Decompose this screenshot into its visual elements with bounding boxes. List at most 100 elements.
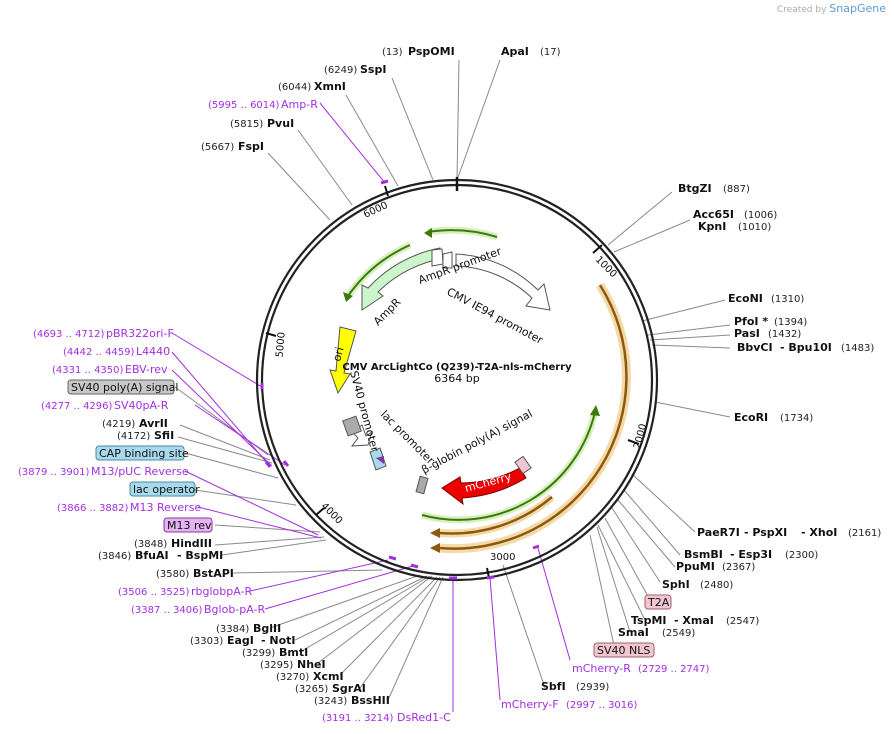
site-sbfi[interactable]: SbfI: [541, 680, 566, 693]
site-pos-pasi: (1432): [768, 329, 801, 340]
site-pos-sbfi: (2939): [576, 682, 609, 693]
site-pos-pvui: (5815): [230, 119, 263, 130]
primer-rbglobpa-r[interactable]: rbglobpA-R: [191, 585, 252, 598]
primer-lines: [171, 102, 571, 712]
site-pos-bmti: (3299): [242, 648, 275, 659]
site-pvui[interactable]: PvuI: [267, 117, 294, 130]
site-pos-hindiii: (3848): [134, 539, 167, 550]
site-pos-avrii: (4219): [102, 419, 135, 430]
site-pos-eagi: (3303): [190, 636, 223, 647]
site-fspi[interactable]: FspI: [238, 140, 264, 153]
site-paer7i[interactable]: PaeR7I: [697, 526, 740, 539]
site-pasi[interactable]: PasI: [734, 327, 760, 340]
site-bsmbi[interactable]: BsmBI: [684, 548, 723, 561]
site-pspomi[interactable]: PspOMI: [408, 45, 455, 58]
tick-4000: 4000: [319, 501, 345, 527]
site-pos-sspi: (6249): [324, 65, 357, 76]
snapgene-logo: SnapGene: [829, 2, 886, 15]
site-pos-bfuai: (3846): [98, 551, 131, 562]
snapgene-credit: Created by SnapGene: [777, 2, 886, 15]
mcherry-arrow: [441, 467, 527, 506]
boxed-sv40-nls[interactable]: SV40 NLS: [597, 644, 650, 657]
plasmid-length: 6364 bp: [434, 372, 479, 385]
site-avrii[interactable]: AvrII: [139, 417, 168, 430]
primer-pbr322ori-f[interactable]: pBR322ori-F: [106, 327, 174, 340]
site-esp3i[interactable]: - Esp3I: [730, 548, 772, 561]
site-hindiii[interactable]: HindIII: [171, 537, 212, 550]
primer-amp-r[interactable]: Amp-R: [281, 98, 318, 111]
site-tspmi[interactable]: TspMI: [631, 614, 667, 627]
site-pos-nhei: (3295): [260, 660, 293, 671]
site-pos-kpni: (1010): [738, 222, 771, 233]
tick-3000: 3000: [490, 552, 515, 563]
primer-pos-mcherry-r: (2729 .. 2747): [638, 664, 710, 675]
site-bfuai[interactable]: BfuAI: [135, 549, 169, 562]
site-btgzi[interactable]: BtgZI: [678, 182, 712, 195]
site-pos-sfii: (4172): [117, 431, 150, 442]
site-smai[interactable]: SmaI: [618, 626, 649, 639]
primer-mcherry-r[interactable]: mCherry-R: [572, 662, 631, 675]
features: [329, 247, 551, 506]
boxed-labels[interactable]: SV40 poly(A) signal CAP binding site lac…: [67, 379, 672, 658]
site-kpni[interactable]: KpnI: [698, 220, 726, 233]
site-pos-bsshii: (3243): [314, 696, 347, 707]
site-econi[interactable]: EcoNI: [728, 292, 763, 305]
boxed-m13-rev[interactable]: M13 rev: [167, 519, 212, 532]
primer-sv40pa-r[interactable]: SV40pA-R: [114, 399, 169, 412]
site-xhoi[interactable]: - XhoI: [801, 526, 837, 539]
site-xmai[interactable]: - XmaI: [674, 614, 714, 627]
primer-m13-puc-reverse[interactable]: M13/pUC Reverse: [91, 465, 189, 478]
site-bpu10i[interactable]: - Bpu10I: [780, 341, 832, 354]
primer-l4440[interactable]: L4440: [136, 345, 170, 358]
primer-pos-m13-reverse: (3866 .. 3882): [57, 503, 129, 514]
site-bsshii[interactable]: BssHII: [351, 694, 390, 707]
site-sphi[interactable]: SphI: [662, 578, 690, 591]
primer-pos-mcherry-f: (2997 .. 3016): [566, 700, 638, 711]
boxed-lac-operator[interactable]: lac operator: [133, 483, 200, 496]
boxed-cap-binding-site[interactable]: CAP binding site: [99, 447, 189, 460]
primer-dsred1-c[interactable]: DsRed1-C: [397, 711, 451, 724]
site-pos-bstapi: (3580): [156, 569, 189, 580]
site-pos-econi: (1310): [771, 294, 804, 305]
site-sgrai[interactable]: SgrAI: [332, 682, 366, 695]
tick-5000: 5000: [275, 332, 288, 358]
site-pos-xmni: (6044): [278, 82, 311, 93]
site-bbvci[interactable]: BbvCI: [737, 341, 773, 354]
primer-labels[interactable]: (5995 .. 6014) Amp-R (4693 .. 4712) pBR3…: [18, 98, 710, 724]
site-bmti[interactable]: BmtI: [279, 646, 308, 659]
site-sfii[interactable]: SfiI: [154, 429, 174, 442]
primer-pos-rbglobpa-r: (3506 .. 3525): [118, 587, 190, 598]
site-pos-esp3i: (2300): [785, 550, 818, 561]
site-bstapi[interactable]: BstAPI: [193, 567, 234, 580]
site-xcmi[interactable]: XcmI: [313, 670, 344, 683]
primer-m13-reverse[interactable]: M13 Reverse: [130, 501, 201, 514]
site-sspi[interactable]: SspI: [360, 63, 386, 76]
site-ecori[interactable]: EcoRI: [734, 411, 768, 424]
site-pos-bpu10i: (1483): [841, 343, 874, 354]
primer-pos-amp-r: (5995 .. 6014): [208, 100, 280, 111]
site-xmni[interactable]: XmnI: [314, 80, 346, 93]
primer-pos-m13-puc-reverse: (3879 .. 3901): [18, 467, 90, 478]
site-pos-xmai: (2547): [726, 616, 759, 627]
site-pspxi[interactable]: - PspXI: [744, 526, 787, 539]
site-pos-fspi: (5667): [201, 142, 234, 153]
site-noti[interactable]: - NotI: [261, 634, 296, 647]
primer-bglob-pa-r[interactable]: Bglob-pA-R: [204, 603, 266, 616]
primer-ebv-rev[interactable]: EBV-rev: [125, 363, 168, 376]
primer-marks: [260, 179, 540, 580]
site-eagi[interactable]: EagI: [227, 634, 254, 647]
site-bglii[interactable]: BglII: [253, 622, 281, 635]
boxed-sv40-polya[interactable]: SV40 poly(A) signal: [71, 381, 178, 394]
site-ppumi[interactable]: PpuMI: [676, 560, 715, 573]
site-acc65i[interactable]: Acc65I: [693, 208, 734, 221]
site-pfoi[interactable]: PfoI *: [734, 315, 768, 328]
site-nhei[interactable]: NheI: [297, 658, 326, 671]
site-labels[interactable]: (13) PspOMI ApaI (17) (6249) SspI (6044)…: [98, 45, 881, 707]
primer-mcherry-f[interactable]: mCherry-F: [501, 698, 559, 711]
primer-pos-bglob-pa-r: (3387 .. 3406): [131, 605, 203, 616]
site-apai[interactable]: ApaI: [501, 45, 529, 58]
boxed-t2a[interactable]: T2A: [647, 596, 670, 609]
site-bspmi[interactable]: - BspMI: [177, 549, 223, 562]
primer-pos-pbr322ori-f: (4693 .. 4712): [33, 329, 105, 340]
